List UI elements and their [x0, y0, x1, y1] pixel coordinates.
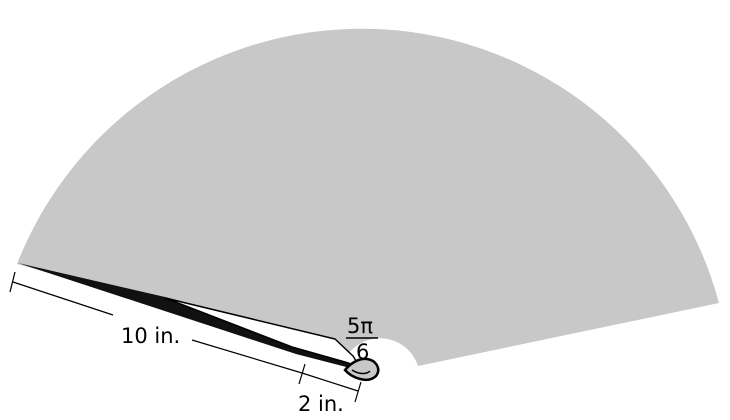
angle-denominator: 6: [356, 340, 369, 364]
outer-length-label: 10 in.: [121, 324, 180, 348]
dimension-tick-middle: [298, 363, 306, 385]
dimension-tick-left: [9, 271, 16, 293]
dimension-tick-right: [354, 381, 362, 403]
angle-numerator: 5π: [347, 314, 373, 338]
fan-pivot: [343, 357, 380, 381]
dimension-line-10in-right: [191, 339, 303, 374]
inner-length-label: 2 in.: [298, 392, 344, 416]
fan-stick-dark: [18, 263, 358, 370]
dimension-line-2in: [301, 372, 359, 392]
dimension-line-10in-left: [12, 281, 114, 316]
fan-sector: [17, 28, 719, 367]
fan-pivot-inner: [351, 369, 371, 375]
